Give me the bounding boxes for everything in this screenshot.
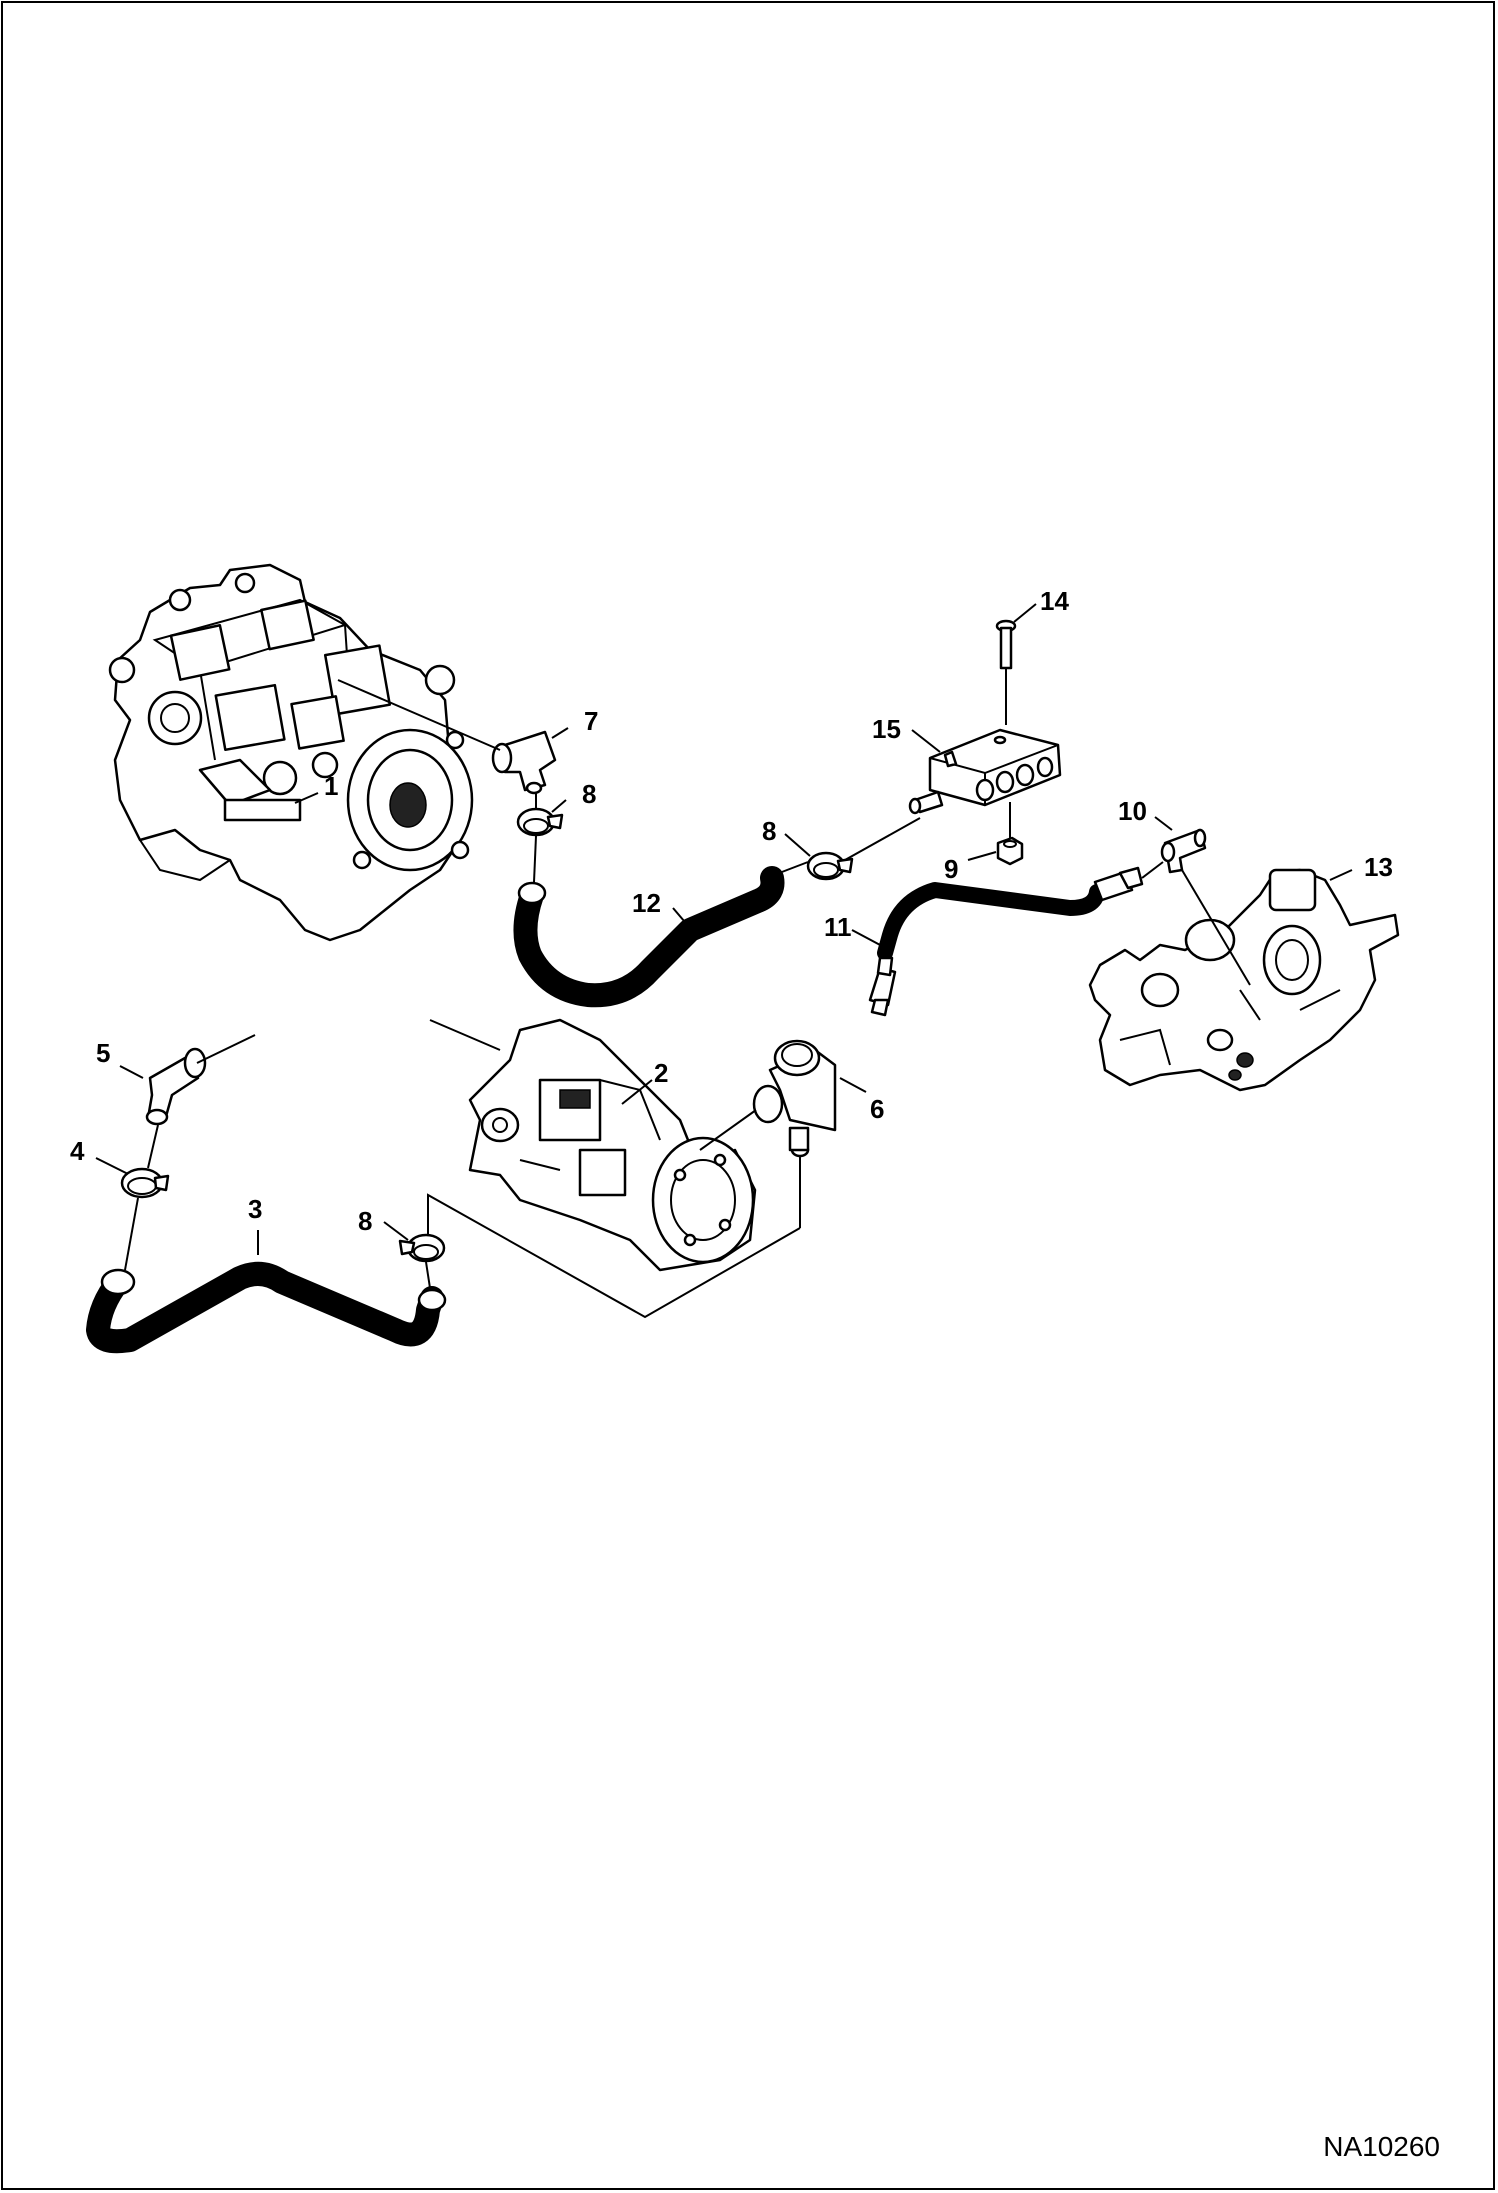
callout-8-upper: 8 <box>582 779 596 809</box>
elbow-fitting-5 <box>145 1047 207 1126</box>
tee-fitting-6 <box>752 1039 837 1158</box>
callout-labels: 1 2 3 4 5 6 7 8 8 8 9 10 11 12 13 14 15 <box>70 586 1393 1236</box>
nut-9 <box>996 836 1024 866</box>
callout-5: 5 <box>96 1038 110 1068</box>
callout-7: 7 <box>584 706 598 736</box>
callout-14: 14 <box>1040 586 1069 616</box>
callout-4: 4 <box>70 1136 85 1166</box>
hydrostatic-pump-assembly <box>108 563 474 942</box>
bolt-14 <box>995 619 1017 670</box>
hose-11 <box>868 866 1144 1017</box>
callout-15: 15 <box>872 714 901 744</box>
hose-3 <box>86 1261 447 1354</box>
callout-11: 11 <box>824 912 852 942</box>
fitting-10 <box>1160 828 1207 874</box>
callout-9: 9 <box>944 854 958 884</box>
hose-12 <box>513 866 785 1008</box>
callout-8-middle: 8 <box>762 816 776 846</box>
valve-assembly-13 <box>1088 868 1400 1092</box>
clamp-4 <box>120 1167 170 1199</box>
callout-3: 3 <box>248 1194 262 1224</box>
gear-pump <box>468 1018 757 1272</box>
callout-6: 6 <box>870 1094 884 1124</box>
clamp-8-lower <box>398 1233 446 1263</box>
callout-8-lower: 8 <box>358 1206 372 1236</box>
elbow-fitting-7 <box>491 730 557 795</box>
callout-13: 13 <box>1364 852 1393 882</box>
callout-leaders <box>95 603 1353 1255</box>
callout-1: 1 <box>324 771 338 801</box>
manifold-block-15 <box>908 728 1062 815</box>
drawing-number: NA10260 <box>1323 2131 1440 2162</box>
callout-12: 12 <box>632 888 661 918</box>
clamp-8-upper <box>516 807 564 837</box>
callout-10: 10 <box>1118 796 1147 826</box>
callout-2: 2 <box>654 1058 668 1088</box>
clamp-8-middle <box>806 851 854 881</box>
connection-lines <box>124 668 1251 1319</box>
